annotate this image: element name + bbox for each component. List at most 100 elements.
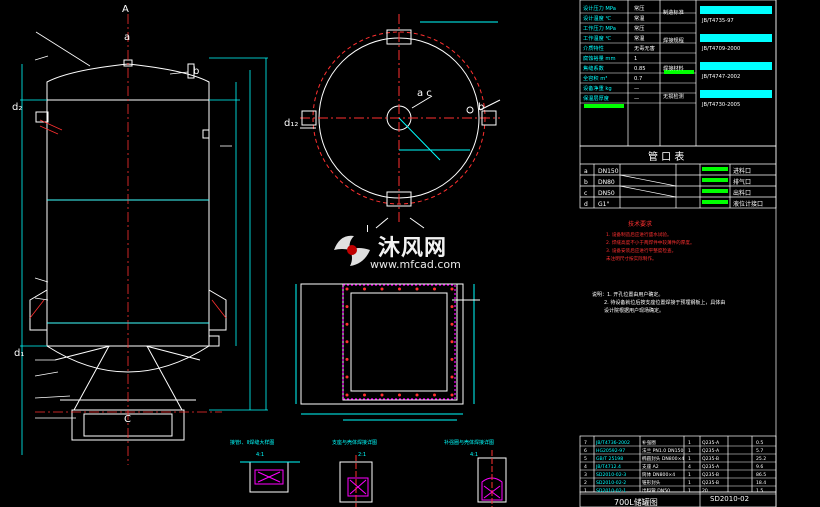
bolt-hole	[415, 287, 419, 291]
nozzle-use: 液位计接口	[733, 200, 763, 208]
bom-name: 支座 A2	[642, 463, 659, 470]
bom-mat: Q235-A	[702, 464, 720, 470]
tech-req-title: 技术要求	[628, 220, 652, 228]
spec-value: 0.85	[634, 66, 646, 72]
nozzle-cell	[702, 189, 728, 193]
tech-req-list: 1. 设备制造后应进行盛水试验。2. 焊缝高度不小于两焊件中较薄件的厚度。3. …	[606, 231, 695, 262]
standard-cell	[700, 62, 772, 70]
bom-code: SD2010-02-1	[596, 488, 626, 494]
spec-value: 常压	[634, 4, 644, 12]
detail-1	[240, 461, 300, 493]
bom-name: 椭圆封头 DN800×4	[642, 455, 684, 462]
spec-value: 常压	[634, 24, 644, 32]
nozzle-cell	[702, 167, 728, 171]
detail-title: 接管I、II焊缝大样图	[230, 439, 274, 446]
note-line: 说明：1. 开孔位置由用户确定。	[592, 291, 663, 298]
detail-title: 支座与壳体焊接详图	[332, 439, 377, 446]
detail-scale: 2:1	[358, 452, 366, 458]
nozzle-size: DN50	[598, 190, 615, 197]
spec-value: 无毒无害	[634, 44, 655, 52]
detail-scale: 4:1	[256, 452, 264, 458]
bom-code: GB/T 25198	[596, 456, 623, 462]
label-d1: d₁	[14, 348, 24, 359]
bom-qty: 4	[688, 464, 691, 470]
bom-qty: 1	[688, 488, 691, 494]
nozzle-cell	[702, 178, 728, 182]
bom-weight: 5.7	[756, 448, 763, 454]
support-right	[208, 289, 227, 331]
bolt-hole	[433, 393, 436, 397]
spec-value: 常温	[634, 14, 644, 22]
tech-req-item: 2. 焊缝高度不小于两焊件中较薄件的厚度。	[606, 239, 695, 246]
bom-code: JB/T4736-2002	[595, 440, 630, 446]
standard-label: 焊接规程	[663, 36, 684, 44]
standard-code: JB/T4747-2002	[701, 74, 740, 80]
bom-no: 2	[584, 480, 587, 486]
spec-value: 常温	[634, 34, 644, 42]
tech-req-item: 未注明尺寸按实际制作。	[606, 255, 657, 262]
bom-mat: Q235-B	[702, 456, 719, 462]
watermark-title: 沐风网	[378, 236, 448, 261]
spec-key: 设计温度 ℃	[583, 14, 611, 22]
bom-table	[579, 0, 777, 507]
bom-name: 出料管 DN50	[642, 487, 670, 494]
bom-qty: 1	[688, 440, 691, 446]
watermark-url: www.mfcad.com	[370, 258, 461, 271]
detail-title: 补强圈与壳体焊接详图	[444, 439, 494, 446]
bolt-hole	[398, 393, 401, 397]
bolt-hole	[345, 375, 349, 379]
bom-weight: 0.5	[756, 440, 763, 446]
nozzle-table-title: 管 口 表	[648, 150, 684, 163]
detail-scale: 4:1	[470, 452, 478, 458]
spec-value: 1	[634, 56, 637, 62]
nozzle-mark: b	[584, 179, 588, 186]
nozzle-use: 进料口	[733, 167, 751, 175]
bolt-hole	[398, 287, 401, 291]
spec-key: 工作温度 ℃	[583, 34, 611, 42]
bolt-hole	[345, 393, 349, 397]
detail-2	[339, 455, 373, 507]
detail-titles: 接管I、II焊缝大样图 4:1 支座与壳体焊接详图 2:1 补强圈与壳体焊接详图 4:1	[230, 439, 494, 458]
nozzle-mark: a	[584, 168, 588, 175]
bom-mat: Q235-B	[702, 472, 719, 478]
bolt-hole	[450, 322, 454, 326]
bom-no: 7	[584, 440, 587, 446]
standard-cell	[700, 90, 772, 98]
bom-name: 锥形封头	[642, 479, 661, 486]
standard-label: 制造标准	[663, 8, 684, 16]
tech-req-item: 3. 设备安装后应进行平整度检查。	[606, 247, 676, 254]
bom-code: JB/T4712.4	[595, 464, 621, 470]
bom-qty: 1	[688, 472, 691, 478]
label-d2: d₂	[12, 102, 22, 113]
bom-weight: 25.2	[756, 456, 766, 462]
bom-no: 3	[584, 472, 587, 478]
bom-no: 6	[584, 448, 587, 454]
bolt-hole	[380, 393, 384, 397]
title-block-code: SD2010-02	[710, 495, 749, 503]
spec-value: —	[634, 96, 639, 102]
spec-value: —	[634, 86, 639, 92]
nozzle-mark: d	[584, 201, 588, 208]
vessel-shell	[46, 63, 210, 347]
spec-key: 焦缝系数	[583, 64, 605, 72]
spec-key: 设计压力 MPa	[583, 4, 616, 12]
detail-3	[477, 450, 507, 507]
spec-key: 工作压力 MPa	[583, 24, 616, 32]
bolt-hole	[450, 305, 454, 309]
spec-row-lines	[580, 6, 772, 108]
standard-cell	[700, 6, 772, 14]
standard-code: JB/T4730-2005	[701, 102, 740, 108]
bolt-hole	[450, 287, 454, 291]
nozzle-b	[187, 63, 195, 79]
standard-cell	[700, 34, 772, 42]
bom-weight: 9.6	[756, 464, 763, 470]
bolt-hole	[363, 287, 366, 291]
nozzle-size: DN150	[598, 168, 619, 175]
bolt-hole	[345, 340, 349, 344]
label-I: I	[366, 224, 369, 235]
bolt-hole	[433, 287, 436, 291]
